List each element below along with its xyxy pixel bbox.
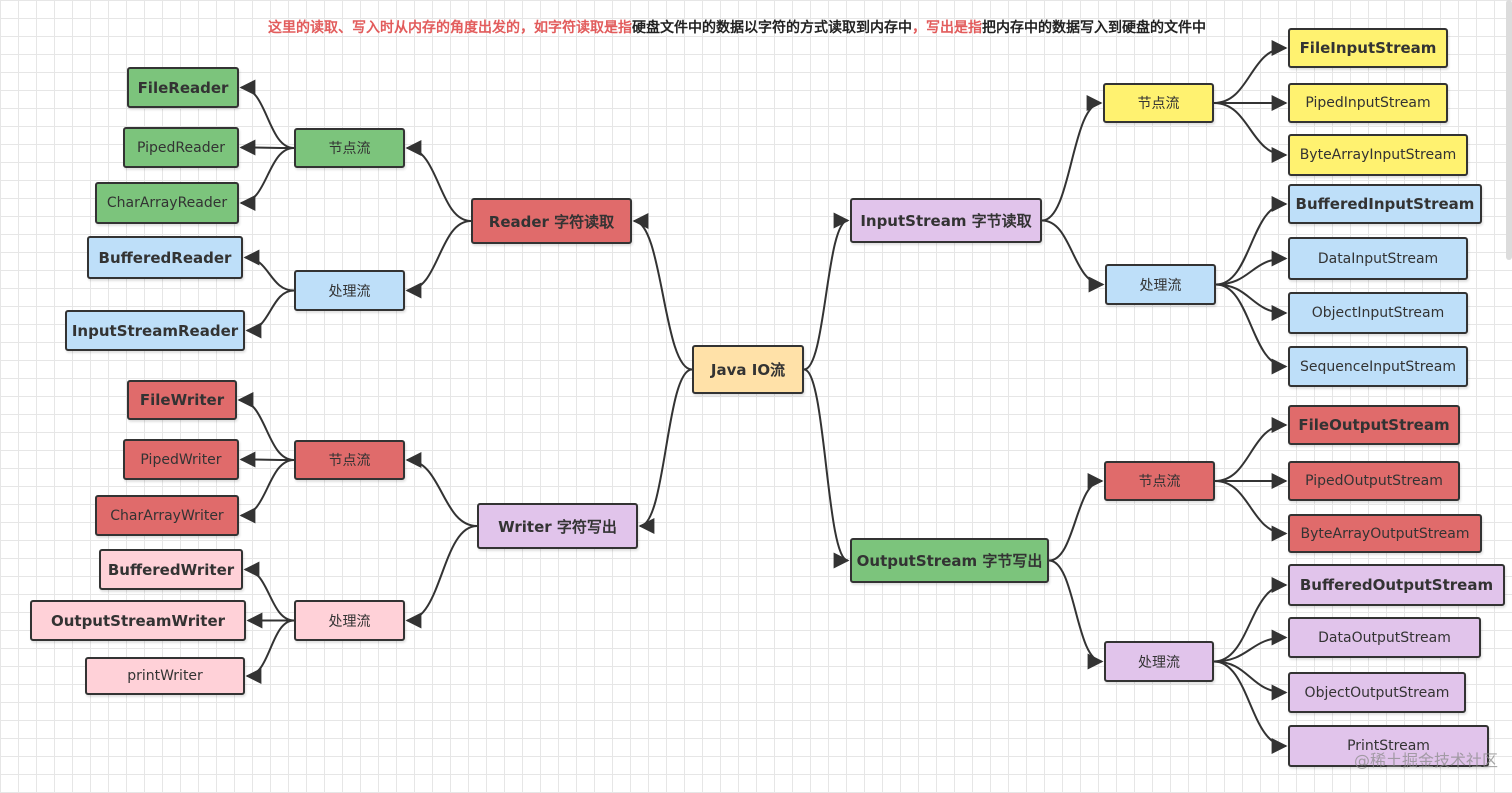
edge-writer_node-to-file_writer xyxy=(237,392,295,461)
buffered-reader-node[interactable]: BufferedReader xyxy=(87,236,243,279)
input-node-stream[interactable]: 节点流 xyxy=(1103,83,1214,123)
root-node[interactable]: Java IO流 xyxy=(692,345,804,394)
diagram-caption: 这里的读取、写入时从内存的角度出发的，如字符读取是指硬盘文件中的数据以字符的方式… xyxy=(268,17,1206,37)
edge-reader_node-to-file_reader xyxy=(239,79,295,149)
buffered-output-stream-node[interactable]: BufferedOutputStream xyxy=(1288,564,1505,606)
reader-node-stream[interactable]: 节点流 xyxy=(294,128,405,168)
output-processing-stream[interactable]: 处理流 xyxy=(1104,641,1214,682)
edge-output_node-to-file_output_stream xyxy=(1214,417,1288,482)
edge-writer-to-writer_node xyxy=(405,452,478,527)
edge-output_node-to-byte_array_output_stream xyxy=(1214,480,1288,542)
output-stream-node[interactable]: OutputStream 字节写出 xyxy=(850,538,1049,583)
object-output-stream-node[interactable]: ObjectOutputStream xyxy=(1288,672,1466,713)
buffered-writer-node[interactable]: BufferedWriter xyxy=(99,549,243,590)
edge-root-to-input_stream xyxy=(803,212,850,371)
file-output-stream-node[interactable]: FileOutputStream xyxy=(1288,405,1460,445)
piped-writer-node[interactable]: PipedWriter xyxy=(123,439,239,480)
data-output-stream-node[interactable]: DataOutputStream xyxy=(1288,617,1481,658)
edge-output_proc-to-buffered_output_stream xyxy=(1213,577,1288,663)
edge-input_proc-to-object_input_stream xyxy=(1215,283,1288,321)
output-stream-writer-node[interactable]: OutputStreamWriter xyxy=(30,600,246,641)
edge-writer_node-to-char_array_writer xyxy=(239,459,295,524)
edge-reader_node-to-piped_reader xyxy=(239,139,295,156)
edge-input_proc-to-buffered_input_stream xyxy=(1215,196,1288,286)
edge-writer-to-writer_proc xyxy=(405,525,478,629)
edge-writer_proc-to-buffered_writer xyxy=(243,561,295,622)
watermark: @稀土掘金技术社区 xyxy=(1353,751,1498,770)
edge-input_proc-to-sequence_input_stream xyxy=(1215,283,1288,375)
caption-part-3: ，写出是指 xyxy=(912,20,982,36)
edge-output_stream-to-output_proc xyxy=(1048,559,1104,670)
piped-input-stream-node[interactable]: PipedInputStream xyxy=(1288,83,1448,123)
input-stream-node[interactable]: InputStream 字节读取 xyxy=(850,198,1042,243)
data-input-stream-node[interactable]: DataInputStream xyxy=(1288,237,1468,280)
caption-part-4: 把内存中的数据写入到硬盘的文件中 xyxy=(982,20,1206,36)
char-array-writer-node[interactable]: CharArrayWriter xyxy=(95,495,239,536)
edge-output_proc-to-object_output_stream xyxy=(1213,660,1288,701)
edge-input_node-to-file_input_stream xyxy=(1213,40,1288,104)
writer-node[interactable]: Writer 字符写出 xyxy=(477,503,638,549)
piped-reader-node[interactable]: PipedReader xyxy=(123,127,239,168)
edge-reader_proc-to-buffered_reader xyxy=(243,249,295,292)
input-stream-reader-node[interactable]: InputStreamReader xyxy=(65,310,245,351)
edge-writer_node-to-piped_writer xyxy=(239,451,295,468)
edge-output_proc-to-print_stream xyxy=(1213,660,1288,754)
edge-writer_proc-to-print_writer xyxy=(245,619,295,684)
writer-processing-stream[interactable]: 处理流 xyxy=(294,600,405,641)
piped-output-stream-node[interactable]: PipedOutputStream xyxy=(1288,461,1460,501)
edge-output_proc-to-data_output_stream xyxy=(1213,629,1288,663)
reader-node[interactable]: Reader 字符读取 xyxy=(471,198,632,244)
edge-reader_node-to-char_array_reader xyxy=(239,147,295,211)
file-input-stream-node[interactable]: FileInputStream xyxy=(1288,28,1448,68)
object-input-stream-node[interactable]: ObjectInputStream xyxy=(1288,292,1468,334)
edge-root-to-output_stream xyxy=(803,368,850,569)
print-writer-node[interactable]: printWriter xyxy=(85,657,245,695)
caption-part-2: 硬盘文件中的数据以字符的方式读取到内存中 xyxy=(632,20,912,36)
output-node-stream[interactable]: 节点流 xyxy=(1104,461,1215,501)
file-reader-node[interactable]: FileReader xyxy=(127,67,239,108)
edge-input_stream-to-input_node xyxy=(1041,95,1103,222)
caption-part-1: 这里的读取、写入时从内存的角度出发的，如字符读取是指 xyxy=(268,20,632,36)
edge-input_node-to-byte_array_input_stream xyxy=(1213,102,1288,163)
file-writer-node[interactable]: FileWriter xyxy=(127,380,237,420)
byte-array-input-stream-node[interactable]: ByteArrayInputStream xyxy=(1288,134,1468,176)
edge-root-to-writer xyxy=(638,368,693,534)
print-stream-node[interactable]: PrintStream xyxy=(1288,725,1489,767)
edge-input_proc-to-data_input_stream xyxy=(1215,250,1288,286)
edge-root-to-reader xyxy=(632,213,693,371)
writer-node-stream[interactable]: 节点流 xyxy=(294,440,405,480)
byte-array-output-stream-node[interactable]: ByteArrayOutputStream xyxy=(1288,514,1482,553)
input-processing-stream[interactable]: 处理流 xyxy=(1105,264,1216,305)
edge-reader-to-reader_node xyxy=(405,140,472,222)
reader-processing-stream[interactable]: 处理流 xyxy=(294,270,405,311)
sequence-input-stream-node[interactable]: SequenceInputStream xyxy=(1288,346,1468,387)
char-array-reader-node[interactable]: CharArrayReader xyxy=(95,182,239,224)
edge-reader-to-reader_proc xyxy=(405,220,472,299)
edge-output_stream-to-output_node xyxy=(1048,473,1104,562)
edge-input_stream-to-input_proc xyxy=(1041,219,1105,293)
edge-reader_proc-to-input_stream_reader xyxy=(245,289,295,339)
buffered-input-stream-node[interactable]: BufferedInputStream xyxy=(1288,184,1482,224)
vertical-scrollbar[interactable] xyxy=(1506,0,1512,260)
